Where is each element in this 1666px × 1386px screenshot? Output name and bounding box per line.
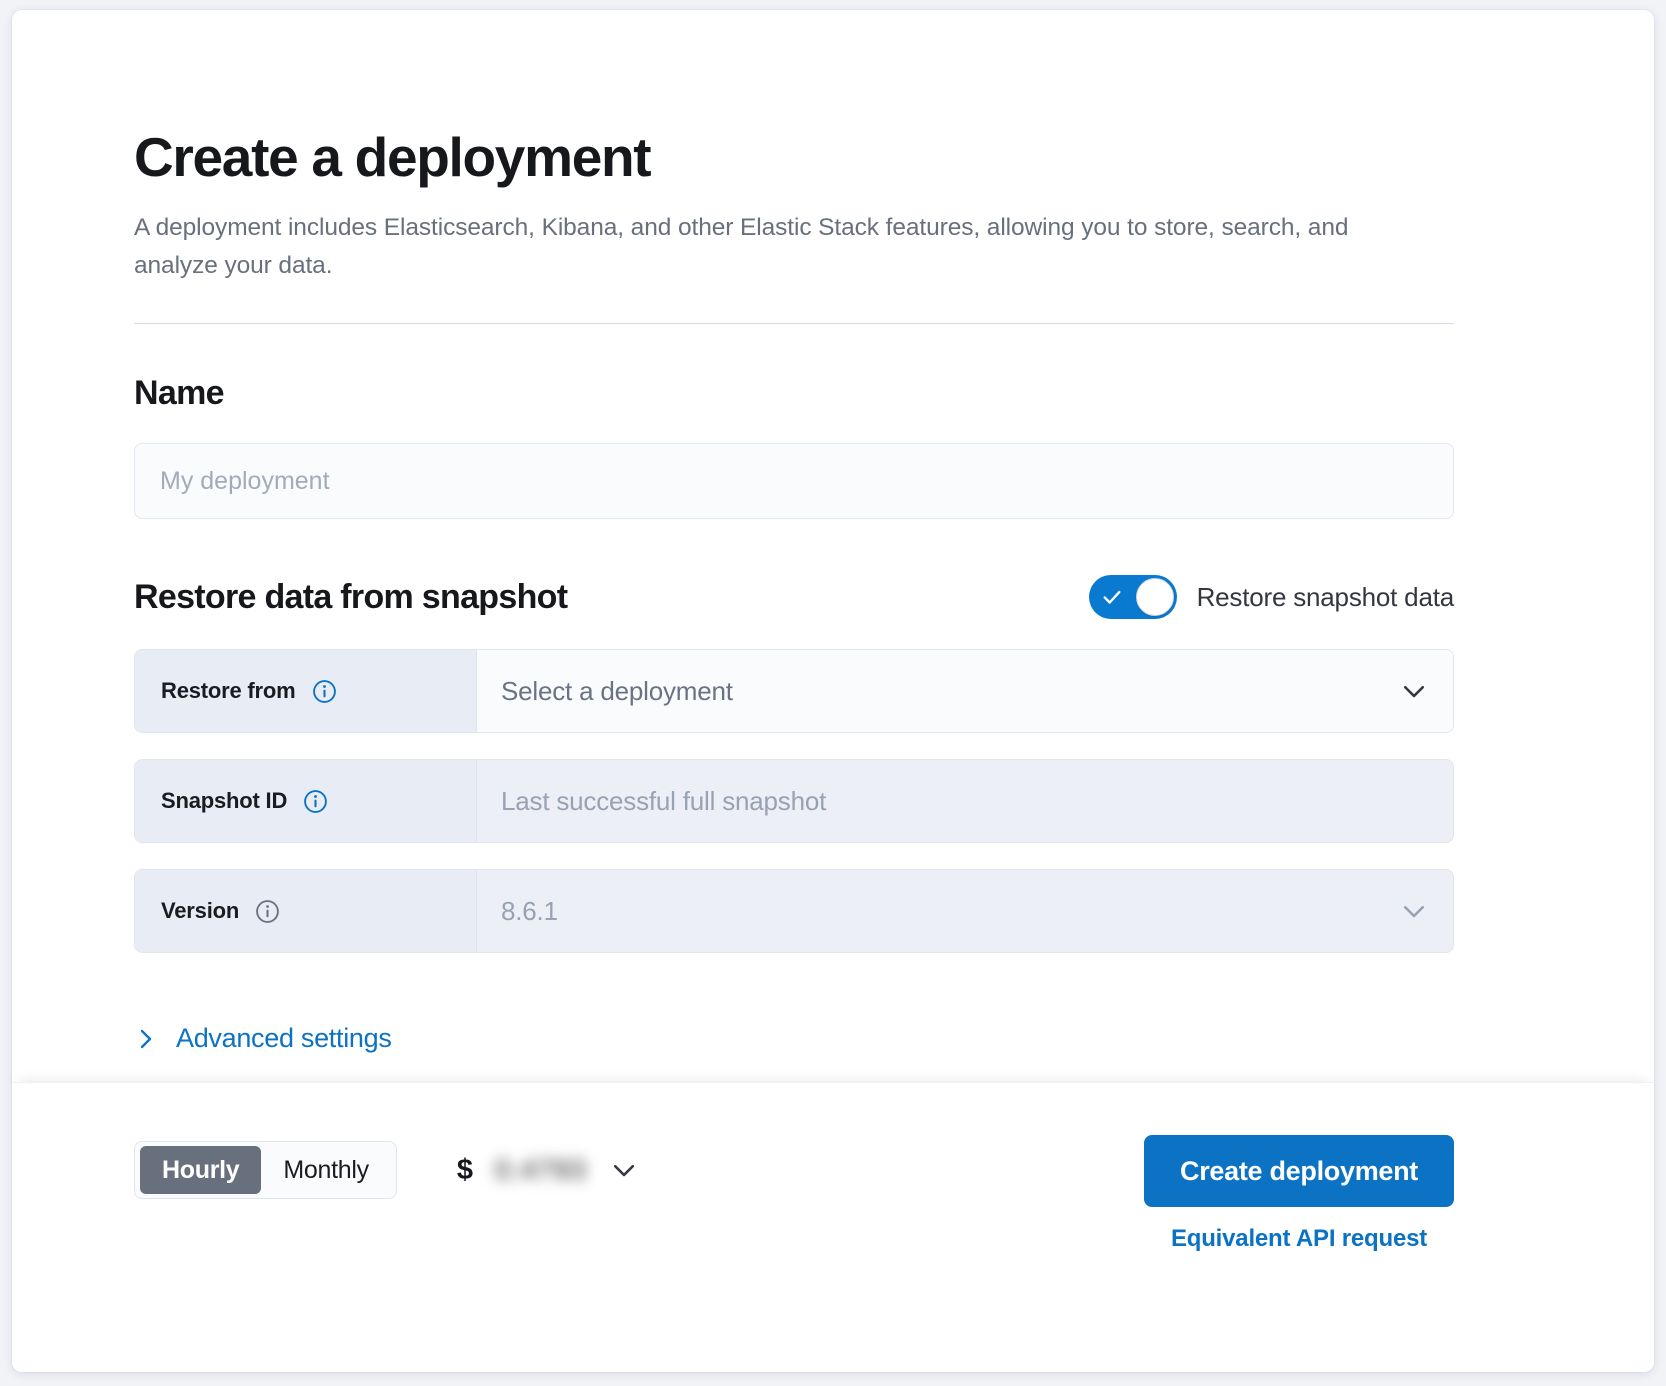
price-display[interactable]: $ 0.4793 [457, 1154, 639, 1187]
chevron-down-icon [1403, 906, 1425, 918]
snapshot-id-row: Snapshot ID Last successful full snapsho… [134, 759, 1454, 844]
restore-from-label: Restore from [161, 678, 296, 704]
name-section: Name [134, 374, 1454, 520]
billing-period-hourly[interactable]: Hourly [140, 1146, 262, 1194]
restore-section-header: Restore data from snapshot Restore snaps… [134, 575, 1455, 620]
snapshot-id-value: Last successful full snapshot [501, 785, 827, 816]
restore-from-row[interactable]: Restore from Select a deployment [134, 649, 1454, 734]
header-divider [134, 323, 1454, 325]
deployment-name-input[interactable] [134, 443, 1454, 520]
submit-group: Create deployment Equivalent API request [1144, 1135, 1454, 1253]
billing-controls: Hourly Monthly $ 0.4793 [134, 1135, 639, 1199]
info-icon[interactable] [303, 789, 328, 814]
snapshot-id-label: Snapshot ID [161, 788, 288, 814]
version-label-group: Version [135, 870, 477, 953]
toggle-knob [1135, 578, 1174, 617]
chevron-right-icon [140, 1029, 152, 1048]
restore-from-value: Select a deployment [501, 675, 733, 706]
restore-from-select[interactable]: Select a deployment [477, 650, 1453, 733]
info-icon[interactable] [255, 899, 280, 924]
price-amount: 0.4793 [494, 1154, 587, 1185]
bottom-action-bar: Hourly Monthly $ 0.4793 Create deploymen… [12, 1082, 1654, 1372]
restore-snapshot-toggle-label: Restore snapshot data [1196, 581, 1455, 612]
advanced-settings-label: Advanced settings [176, 1023, 392, 1054]
version-value: 8.6.1 [501, 895, 558, 926]
version-row: Version 8.6.1 [134, 869, 1454, 954]
billing-period-segmented-control[interactable]: Hourly Monthly [134, 1141, 397, 1199]
bottom-bar-content: Hourly Monthly $ 0.4793 Create deploymen… [134, 1135, 1454, 1253]
version-label: Version [161, 898, 240, 924]
form-content: Create a deployment A deployment include… [134, 126, 1455, 1059]
advanced-settings-toggle[interactable]: Advanced settings [134, 1023, 392, 1054]
page-description: A deployment includes Elasticsearch, Kib… [134, 214, 1349, 280]
card-body: Create a deployment A deployment include… [12, 10, 1654, 1082]
version-select: 8.6.1 [477, 870, 1453, 953]
check-icon [1103, 591, 1121, 605]
currency-symbol: $ [456, 1153, 473, 1186]
create-deployment-button[interactable]: Create deployment [1144, 1135, 1454, 1207]
chevron-down-icon[interactable] [609, 1155, 639, 1185]
snapshot-id-field: Last successful full snapshot [477, 760, 1453, 843]
restore-snapshot-toggle[interactable] [1088, 575, 1177, 620]
page-title: Create a deployment [134, 126, 652, 188]
equivalent-api-request-link[interactable]: Equivalent API request [1170, 1225, 1428, 1252]
info-icon[interactable] [312, 679, 337, 704]
snapshot-id-label-group: Snapshot ID [135, 760, 477, 843]
restore-heading: Restore data from snapshot [134, 577, 568, 616]
restore-from-label-group: Restore from [135, 650, 477, 733]
name-heading: Name [134, 374, 225, 413]
create-deployment-card: Create a deployment A deployment include… [12, 10, 1654, 1372]
chevron-down-icon[interactable] [1399, 676, 1429, 706]
restore-snapshot-toggle-group[interactable]: Restore snapshot data [1088, 575, 1455, 620]
billing-period-monthly[interactable]: Monthly [261, 1146, 390, 1194]
